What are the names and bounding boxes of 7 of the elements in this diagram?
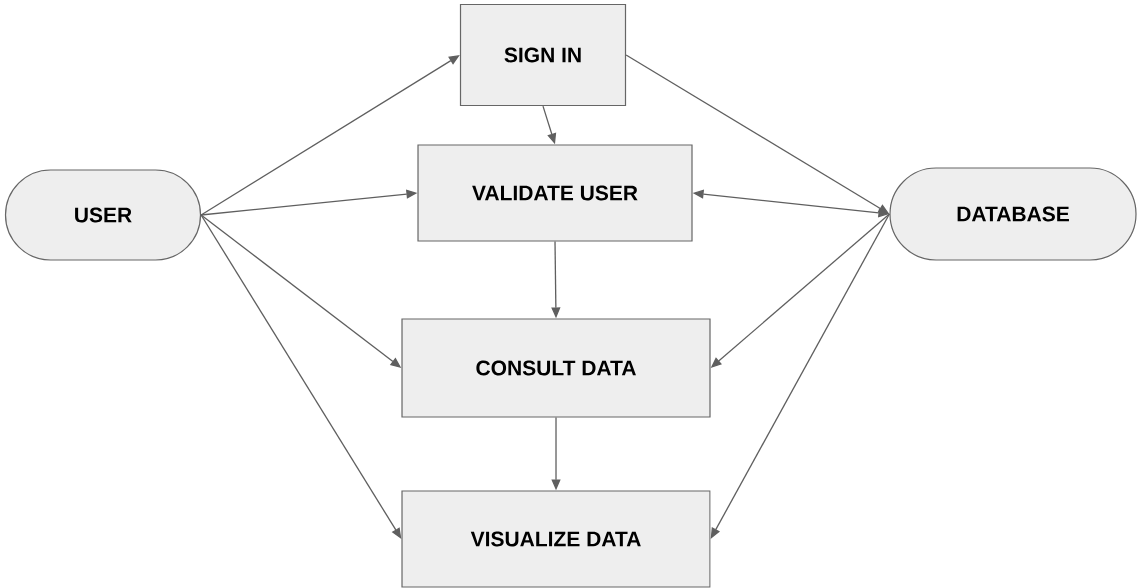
arrow: [200, 214, 402, 539]
process-box: VISUALIZE DATA: [401, 490, 711, 588]
arrow: [710, 213, 891, 539]
arrow: [200, 55, 460, 216]
process-box: VALIDATE USER: [417, 144, 693, 242]
process-box: CONSULT DATA: [401, 318, 711, 418]
process-box: SIGN IN: [459, 3, 627, 107]
